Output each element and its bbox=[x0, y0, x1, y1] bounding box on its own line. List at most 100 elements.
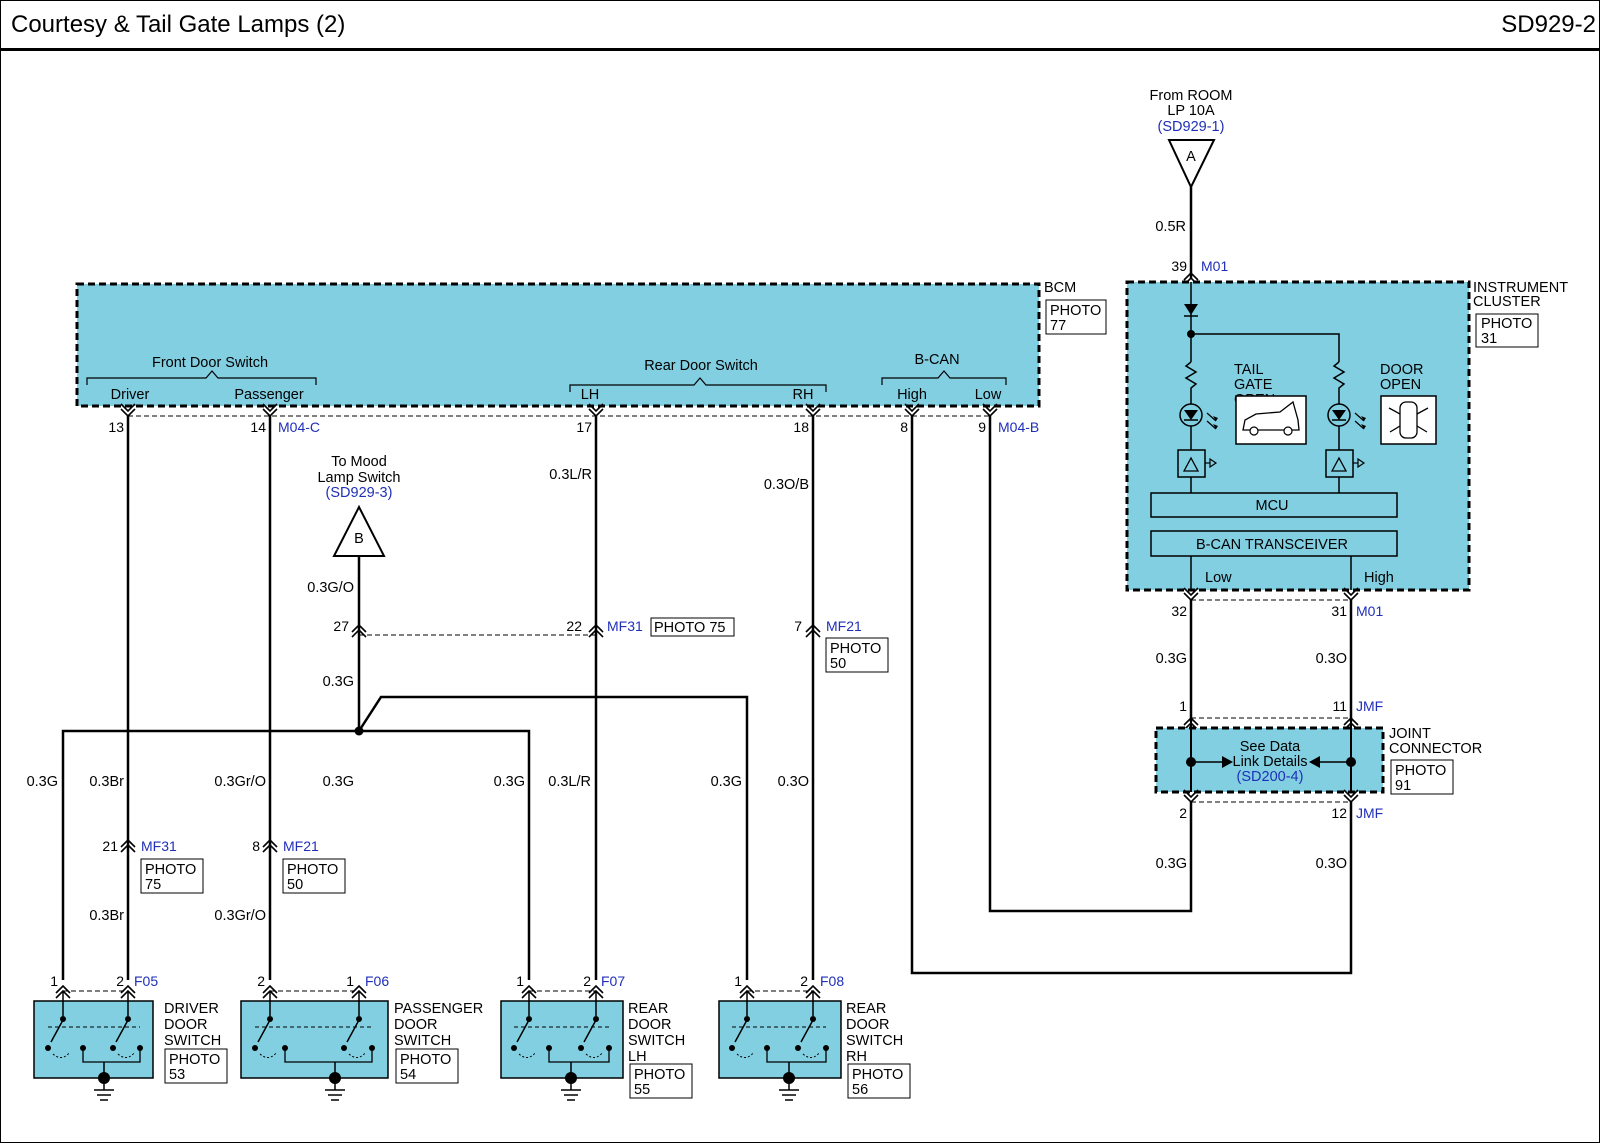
transceiver-label: B-CAN TRANSCEIVER bbox=[1196, 537, 1348, 553]
svg-text:CLUSTER: CLUSTER bbox=[1473, 294, 1541, 310]
svg-text:PASSENGER: PASSENGER bbox=[394, 1001, 483, 1017]
bcan-label: B-CAN bbox=[914, 352, 959, 368]
svg-text:54: 54 bbox=[400, 1067, 416, 1083]
svg-text:1: 1 bbox=[50, 973, 58, 989]
svg-text:PHOTO: PHOTO bbox=[1395, 763, 1446, 779]
svg-text:DRIVER: DRIVER bbox=[164, 1001, 219, 1017]
mood-reference-link: (SD929-3) bbox=[326, 485, 393, 501]
wire-0.3gro-upper: 0.3Gr/O bbox=[214, 774, 266, 790]
page-header: Courtesy & Tail Gate Lamps (2) SD929-2 bbox=[0, 0, 1600, 51]
bcan-low-wire bbox=[988, 416, 1193, 913]
svg-text:1: 1 bbox=[734, 973, 742, 989]
wire-0.3br-lower: 0.3Br bbox=[89, 908, 124, 924]
mf31-pin-27: 27 bbox=[333, 618, 349, 634]
rear-lh-door-switch: 1 2 F07 REAR DOOR SWITCH LH PHOTO 55 bbox=[500, 973, 693, 1101]
joint-reference-link: (SD200-4) bbox=[1237, 769, 1304, 785]
cluster-pin-32: 32 bbox=[1171, 603, 1187, 619]
wire-0.3g-mood: 0.3G bbox=[323, 674, 354, 690]
wire-0.3ob: 0.3O/B bbox=[764, 477, 809, 493]
cluster-low-label: Low bbox=[1205, 570, 1232, 586]
instrument-cluster-module: INSTRUMENT CLUSTER PHOTO 31 bbox=[1125, 280, 1568, 592]
door-icon bbox=[1380, 395, 1437, 445]
svg-text:INSTRUMENT: INSTRUMENT bbox=[1473, 280, 1568, 296]
svg-text:PHOTO: PHOTO bbox=[400, 1052, 451, 1068]
bcan-transceiver-block bbox=[1150, 530, 1398, 557]
bcm-pin-9: 9 bbox=[978, 419, 986, 435]
svg-text:Lamp Switch: Lamp Switch bbox=[317, 470, 400, 486]
tailgate-open-label-2: GATE bbox=[1234, 377, 1273, 393]
bcm-connector-m04c: M04-C bbox=[278, 419, 320, 435]
svg-text:From ROOM: From ROOM bbox=[1150, 88, 1233, 104]
wire-0.3o-rh: 0.3O bbox=[778, 774, 809, 790]
wire-0.3go-mood: 0.3G/O bbox=[307, 580, 354, 596]
wire-0.3g-driver: 0.3G bbox=[27, 774, 58, 790]
wire-0.3g-rear-lh: 0.3G bbox=[494, 774, 525, 790]
mf21-pin-8: 8 bbox=[252, 838, 260, 854]
tailgate-open-label-1: TAIL bbox=[1234, 362, 1264, 378]
joint-connector-jmf-top: JMF bbox=[1356, 698, 1383, 714]
mf21-photo-box-lower: PHOTO 50 bbox=[282, 858, 346, 894]
rear-door-switch-label: Rear Door Switch bbox=[644, 358, 758, 374]
svg-text:Link Details: Link Details bbox=[1233, 754, 1308, 770]
ground-bus-lower bbox=[61, 729, 531, 980]
door-open-label-1: DOOR bbox=[1380, 362, 1424, 378]
cluster-pin-31: 31 bbox=[1331, 603, 1347, 619]
svg-text:See Data: See Data bbox=[1240, 739, 1301, 755]
svg-text:PHOTO: PHOTO bbox=[1050, 303, 1101, 319]
svg-text:2: 2 bbox=[116, 973, 124, 989]
joint-pin-12: 12 bbox=[1331, 805, 1347, 821]
wire-0.3o-cluster: 0.3O bbox=[1316, 651, 1347, 667]
door-open-label-2: OPEN bbox=[1380, 377, 1421, 393]
bcm-pin-18: 18 bbox=[793, 419, 809, 435]
passenger-door-switch: 2 1 F06 PASSENGER DOOR SWITCH PHOTO 54 bbox=[240, 973, 483, 1101]
svg-text:DOOR: DOOR bbox=[846, 1017, 890, 1033]
svg-text:31: 31 bbox=[1481, 331, 1497, 347]
front-door-switch-label: Front Door Switch bbox=[152, 355, 268, 371]
mf31-connector-lower: MF31 bbox=[141, 838, 177, 854]
joint-connector-jmf-bottom: JMF bbox=[1356, 805, 1383, 821]
svg-text:50: 50 bbox=[830, 656, 846, 672]
svg-text:PHOTO: PHOTO bbox=[634, 1067, 685, 1083]
page-title: Courtesy & Tail Gate Lamps (2) bbox=[11, 11, 346, 38]
mood-lamp-switch-reference: To Mood Lamp Switch (SD929-3) B bbox=[317, 454, 401, 557]
tailgate-icon bbox=[1235, 395, 1307, 445]
bcm-connector-m04b: M04-B bbox=[998, 419, 1039, 435]
svg-text:DOOR: DOOR bbox=[394, 1017, 438, 1033]
passenger-label: Passenger bbox=[234, 387, 303, 403]
rear-rh-door-switch: 1 2 F08 REAR DOOR SWITCH RH PHOTO 56 bbox=[718, 973, 911, 1101]
svg-text:DOOR: DOOR bbox=[628, 1017, 672, 1033]
ground-bus-upper bbox=[357, 695, 749, 980]
wire-0.3g-joint: 0.3G bbox=[1156, 856, 1187, 872]
svg-text:PHOTO 75: PHOTO 75 bbox=[654, 620, 725, 636]
svg-text:PHOTO: PHOTO bbox=[1481, 316, 1532, 332]
svg-text:JOINT: JOINT bbox=[1389, 726, 1431, 742]
svg-text:2: 2 bbox=[257, 973, 265, 989]
f07-connector: F07 bbox=[601, 973, 625, 989]
lh-label: LH bbox=[581, 387, 600, 403]
cluster-pin-39: 39 bbox=[1171, 258, 1187, 274]
svg-text:2: 2 bbox=[583, 973, 591, 989]
svg-text:PHOTO: PHOTO bbox=[287, 862, 338, 878]
svg-text:1: 1 bbox=[516, 973, 524, 989]
svg-text:REAR: REAR bbox=[846, 1001, 886, 1017]
svg-text:55: 55 bbox=[634, 1082, 650, 1098]
mf21-photo-box-top: PHOTO 50 bbox=[825, 637, 889, 673]
f08-connector: F08 bbox=[820, 973, 844, 989]
svg-text:RH: RH bbox=[846, 1049, 867, 1065]
svg-text:77: 77 bbox=[1050, 318, 1066, 334]
svg-text:LH: LH bbox=[628, 1049, 647, 1065]
mf21-pin-7: 7 bbox=[794, 618, 802, 634]
svg-text:56: 56 bbox=[852, 1082, 868, 1098]
wire-0.3g-passenger: 0.3G bbox=[323, 774, 354, 790]
bcan-high-label: High bbox=[897, 387, 927, 403]
svg-text:2: 2 bbox=[800, 973, 808, 989]
svg-text:91: 91 bbox=[1395, 778, 1411, 794]
svg-text:53: 53 bbox=[169, 1067, 185, 1083]
wire-0.3gro-lower: 0.3Gr/O bbox=[214, 908, 266, 924]
wire-0.3br-upper: 0.3Br bbox=[89, 774, 124, 790]
svg-text:PHOTO: PHOTO bbox=[145, 862, 196, 878]
joint-pin-1: 1 bbox=[1179, 698, 1187, 714]
cluster-high-label: High bbox=[1364, 570, 1394, 586]
f06-connector: F06 bbox=[365, 973, 389, 989]
